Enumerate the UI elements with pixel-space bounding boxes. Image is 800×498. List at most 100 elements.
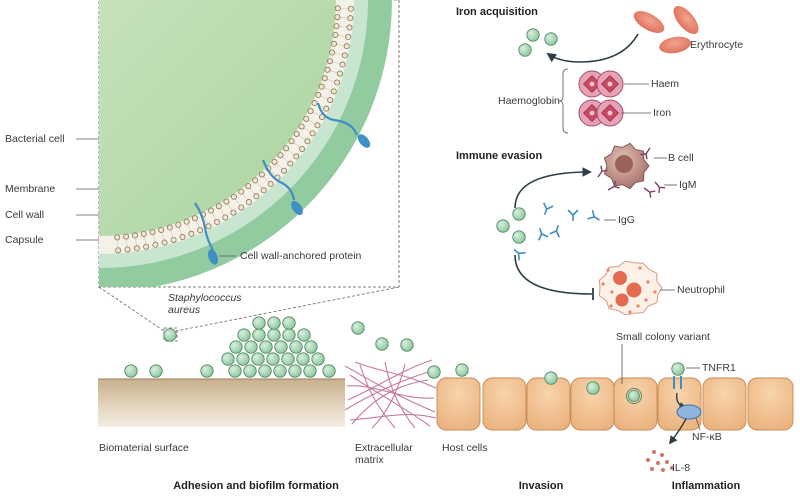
lipid-head — [114, 234, 121, 241]
il8-cytokines — [646, 450, 674, 472]
lipid-head — [324, 66, 331, 73]
iron-atom — [589, 81, 595, 87]
bacterium — [311, 352, 325, 366]
lipid-head — [336, 70, 343, 77]
lipid-head — [323, 105, 330, 112]
bacterium — [252, 316, 266, 330]
lipid-head — [311, 100, 318, 107]
lipid-tail — [326, 78, 336, 83]
lipid-head — [293, 130, 300, 137]
protein-head — [207, 249, 219, 265]
protein-head — [357, 134, 371, 148]
label-igg: IgG — [618, 214, 635, 226]
lipid-head — [283, 145, 290, 152]
lipid-tail — [178, 226, 183, 236]
bacterium — [289, 340, 303, 354]
label-host-cells: Host cells — [442, 442, 488, 454]
lipid-tail — [134, 237, 137, 247]
zoom-panel — [98, 0, 400, 288]
lipid-head — [334, 14, 341, 21]
bacterium — [258, 364, 272, 378]
lipid-head — [183, 218, 190, 225]
heading-immune-evasion: Immune evasion — [456, 150, 543, 162]
immune-evasion-graphic — [496, 142, 677, 316]
bacterium — [273, 364, 287, 378]
lipid-head — [152, 241, 159, 248]
lipid-head — [188, 230, 195, 237]
lipid-tail — [242, 192, 249, 201]
membrane-lipid-heads — [114, 5, 354, 254]
haemoglobin-tetramer — [578, 70, 624, 127]
lipid-head — [191, 215, 198, 222]
lipid-tail — [292, 142, 301, 149]
bacterium — [282, 328, 296, 342]
bacterium — [281, 352, 295, 366]
host-cell — [747, 377, 794, 431]
lipid-head — [140, 230, 147, 237]
host-cell-layer — [436, 377, 794, 431]
neutrophil-granule — [644, 298, 648, 302]
bacterial-cell-interior — [99, 0, 336, 236]
zoom-leader-lines — [76, 138, 236, 257]
label-nf-kb: NF-κB — [692, 431, 722, 443]
bacterium — [267, 328, 281, 342]
lipid-tail — [275, 162, 283, 170]
antibodies — [513, 202, 600, 261]
neutrophil-granule — [653, 290, 657, 294]
neutrophil-granule — [646, 280, 650, 284]
erythrocyte — [659, 36, 691, 54]
label-erythrocyte: Erythrocyte — [690, 39, 744, 51]
lipid-head — [314, 122, 321, 129]
bacterium — [427, 365, 441, 379]
neutrophil-granule — [609, 304, 613, 308]
neutrophil-nucleus-lobe — [613, 271, 627, 285]
lipid-head — [260, 187, 267, 194]
label-tnfr1: TNFR1 — [702, 362, 736, 374]
label-iron: Iron — [653, 107, 672, 119]
lipid-head — [330, 88, 337, 95]
lipid-head — [319, 114, 326, 121]
lipid-head — [334, 5, 341, 12]
igg-antibody — [567, 209, 579, 221]
lipid-head — [131, 232, 138, 239]
lipid-head — [339, 61, 346, 68]
bacterium — [252, 328, 266, 342]
lipid-head — [223, 198, 230, 205]
b-cell-nucleus — [615, 155, 633, 173]
label-bacterial-cell: Bacterial cell — [5, 133, 65, 145]
matrix-fibre — [349, 374, 431, 427]
label-organism-line2: aureus — [168, 304, 201, 316]
lipid-head — [133, 245, 140, 252]
lipid-head — [115, 247, 122, 254]
igm-antibody — [640, 147, 651, 160]
lipid-head — [214, 219, 221, 226]
neutrophil-nucleus-lobe — [615, 293, 629, 307]
lipid-tail — [262, 175, 270, 183]
lipid-tail — [211, 212, 217, 221]
lipid-head — [277, 152, 284, 159]
intracellular-bacteria — [544, 371, 642, 404]
lipid-head — [334, 79, 341, 86]
lipid-head — [124, 246, 131, 253]
lipid-head — [170, 236, 177, 243]
lipid-head — [205, 223, 212, 230]
lipid-head — [332, 31, 339, 38]
label-organism-line1: Staphylococcus — [168, 292, 242, 304]
lipid-head — [347, 15, 354, 22]
lipid-head — [299, 145, 306, 152]
neutrophil-granule — [636, 304, 640, 308]
igg-antibody — [537, 227, 549, 241]
lipid-head — [208, 207, 215, 214]
bacterium — [243, 364, 257, 378]
iron-atom — [607, 81, 613, 87]
lipid-head — [318, 83, 325, 90]
protein-head — [291, 200, 303, 216]
lipid-tail — [281, 156, 290, 163]
igm-antibody — [597, 165, 608, 178]
bacterium — [228, 364, 242, 378]
lipid-tail — [329, 70, 339, 74]
igg-antibody — [549, 224, 561, 238]
bacterium — [274, 340, 288, 354]
lipid-head — [179, 234, 186, 241]
